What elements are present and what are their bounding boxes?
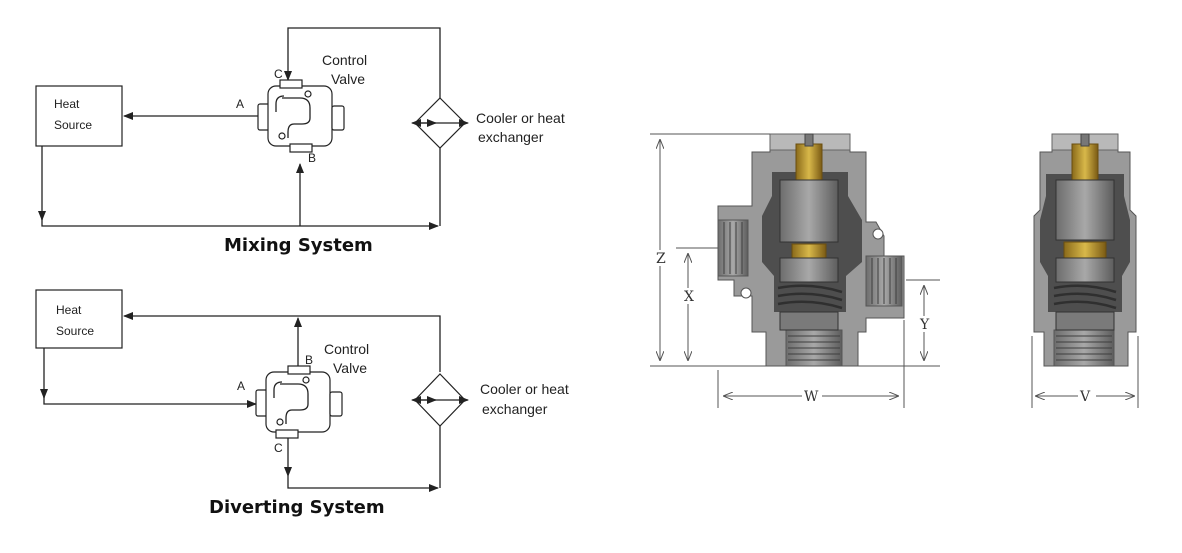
mixing-cooler-label-line2: exchanger xyxy=(478,129,544,145)
dimension-v-label: V xyxy=(1079,389,1091,405)
diverting-port-a-label: A xyxy=(237,379,245,393)
diverting-control-valve-icon xyxy=(255,365,343,439)
dimension-z-label: Z xyxy=(656,251,666,267)
dimension-y-label: Y xyxy=(919,317,930,333)
mixing-pipe-cooler-to-c xyxy=(288,27,441,226)
mixing-heat-source-box xyxy=(35,85,123,147)
diverting-system-diagram: Heat Source Cooler or heat exchanger xyxy=(35,289,569,518)
side-view-dimensions xyxy=(1031,336,1139,408)
diverting-valve-label-line2: Valve xyxy=(333,360,367,376)
diverting-cooler-label-line2: exchanger xyxy=(482,401,548,417)
mixing-port-a-label: A xyxy=(236,97,244,111)
dimension-x-label: X xyxy=(684,289,694,305)
mixing-cooler-label-line1: Cooler or heat xyxy=(476,110,565,126)
diverting-port-b-label: B xyxy=(305,353,313,367)
diverting-pipe-top-return xyxy=(123,312,441,372)
mixing-port-c-label: C xyxy=(274,67,283,81)
valve-cross-section-side xyxy=(1033,133,1137,367)
mixing-system-title: Mixing System xyxy=(224,235,373,256)
mixing-valve-label-line2: Valve xyxy=(331,71,365,87)
diverting-heat-source-box xyxy=(35,289,123,349)
diverting-heat-source-label-line1: Heat xyxy=(56,303,82,317)
mixing-pipe-bottom-return xyxy=(41,218,439,230)
dimension-w-label: W xyxy=(804,389,819,405)
mixing-heat-source-label-line2: Source xyxy=(54,118,92,132)
front-view-dimensions xyxy=(650,133,940,408)
mixing-port-b-label: B xyxy=(308,151,316,165)
mixing-system-diagram: Heat Source Cooler or heat exchanger xyxy=(35,27,565,256)
diverting-pipe-c-to-cooler xyxy=(287,476,439,492)
mixing-control-valve-icon xyxy=(257,79,345,153)
diverting-pipe-to-port-a xyxy=(43,396,257,408)
diverting-port-c-label: C xyxy=(274,441,283,455)
diverting-cooler-label-line1: Cooler or heat xyxy=(480,381,569,397)
diverting-system-title: Diverting System xyxy=(209,497,385,518)
mixing-valve-label-line1: Control xyxy=(322,52,367,68)
valve-cross-section-front xyxy=(717,133,905,367)
mixing-heat-source-label-line1: Heat xyxy=(54,97,80,111)
diverting-heat-source-label-line2: Source xyxy=(56,324,94,338)
diverting-valve-label-line1: Control xyxy=(324,341,369,357)
